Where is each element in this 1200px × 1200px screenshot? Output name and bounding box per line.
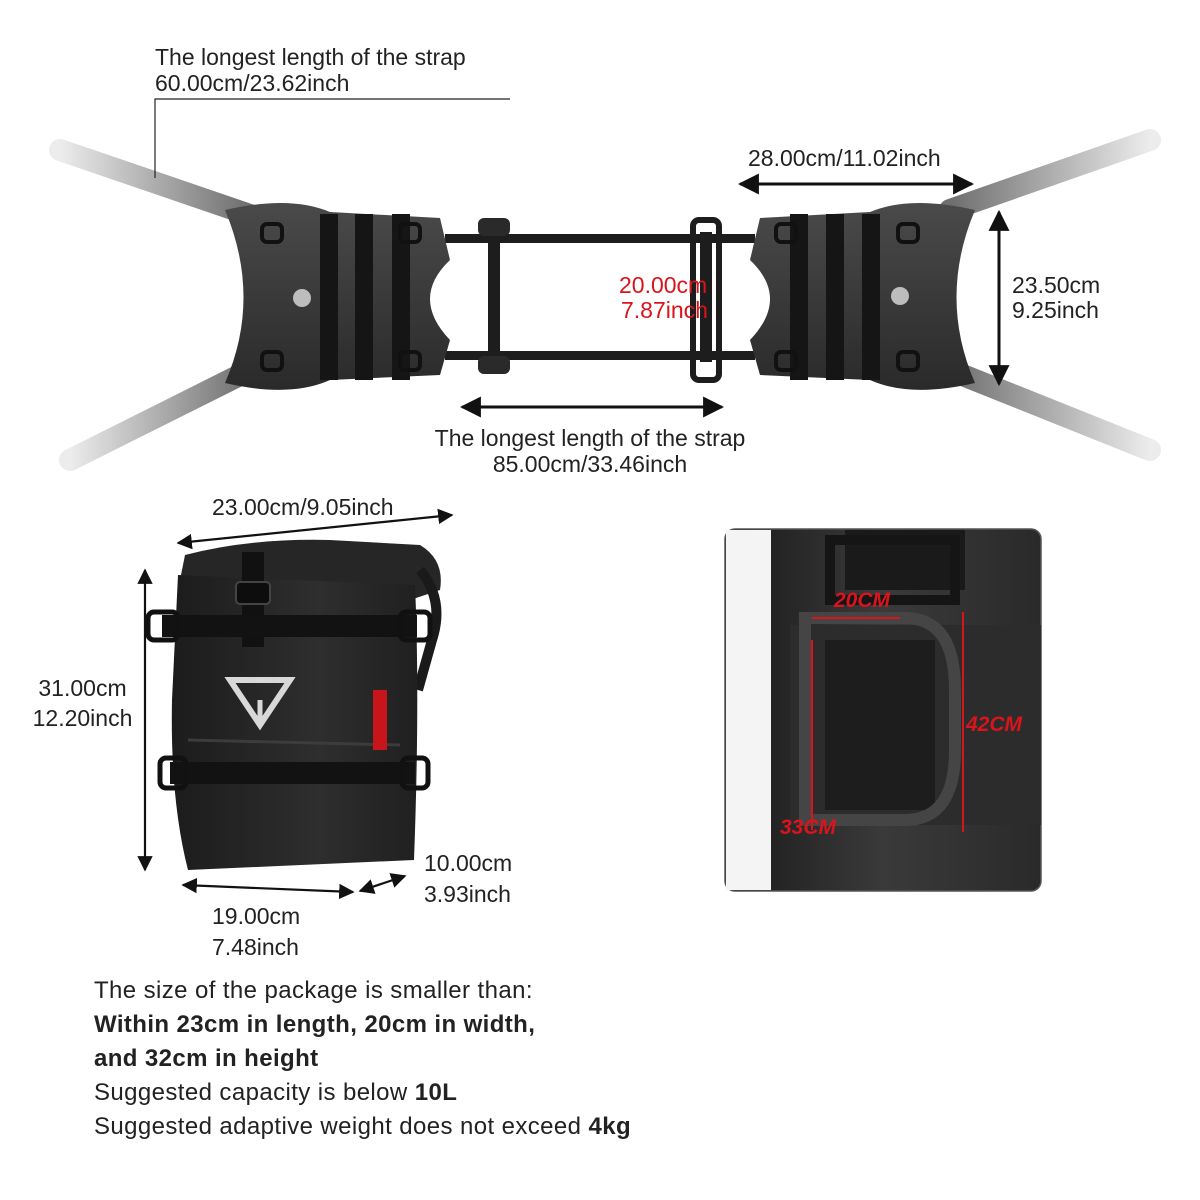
notes-block: The size of the package is smaller than:…	[94, 974, 631, 1144]
gap-cm-label: 20.00cm	[619, 272, 708, 298]
bag-base-inch: 7.48inch	[212, 934, 299, 960]
strap-bottom-value: 85.00cm/33.46inch	[492, 451, 688, 477]
bag-height-inch: 12.20inch	[32, 705, 133, 731]
note-line-3: and 32cm in height	[94, 1045, 319, 1072]
strap-top-title: The longest length of the strap	[155, 44, 466, 70]
note-line-5: Suggested adaptive weight does not excee…	[94, 1113, 632, 1140]
strap-bottom-title: The longest length of the strap	[434, 425, 746, 451]
harness-illustration	[49, 129, 1161, 471]
bag-depth-inch: 3.93inch	[424, 881, 511, 907]
capacity-value: 10L	[414, 1079, 458, 1106]
bag-base-cm: 19.00cm	[212, 903, 301, 929]
bag-depth-cm: 10.00cm	[424, 850, 513, 876]
bag-illustration	[145, 539, 442, 870]
note-line-2: Within 23cm in length, 20cm in width,	[94, 1011, 536, 1038]
gap-inch-label: 7.87inch	[621, 297, 708, 323]
strap-top-leader	[154, 98, 510, 178]
bag-width-arrow	[176, 508, 454, 550]
d-ring-detail-photo	[724, 528, 1042, 892]
panel-height-cm: 23.50cm	[1012, 272, 1101, 298]
detail-33cm-label: 33CM	[780, 816, 837, 839]
note-line-1: The size of the package is smaller than:	[94, 977, 533, 1004]
bag-height-cm: 31.00cm	[38, 675, 127, 701]
bag-depth-arrow	[358, 873, 407, 894]
strap-top-value: 60.00cm/23.62inch	[155, 70, 350, 96]
weight-value: 4kg	[588, 1113, 632, 1140]
bag-base-arrow	[181, 877, 355, 900]
panel-width-label: 28.00cm/11.02inch	[748, 145, 941, 171]
bag-width-label: 23.00cm/9.05inch	[212, 494, 394, 520]
note-line-4: Suggested capacity is below 10L	[94, 1079, 458, 1106]
detail-20cm-label: 20CM	[834, 589, 891, 612]
detail-42cm-label: 42CM	[966, 713, 1023, 736]
panel-height-inch: 9.25inch	[1012, 297, 1099, 323]
